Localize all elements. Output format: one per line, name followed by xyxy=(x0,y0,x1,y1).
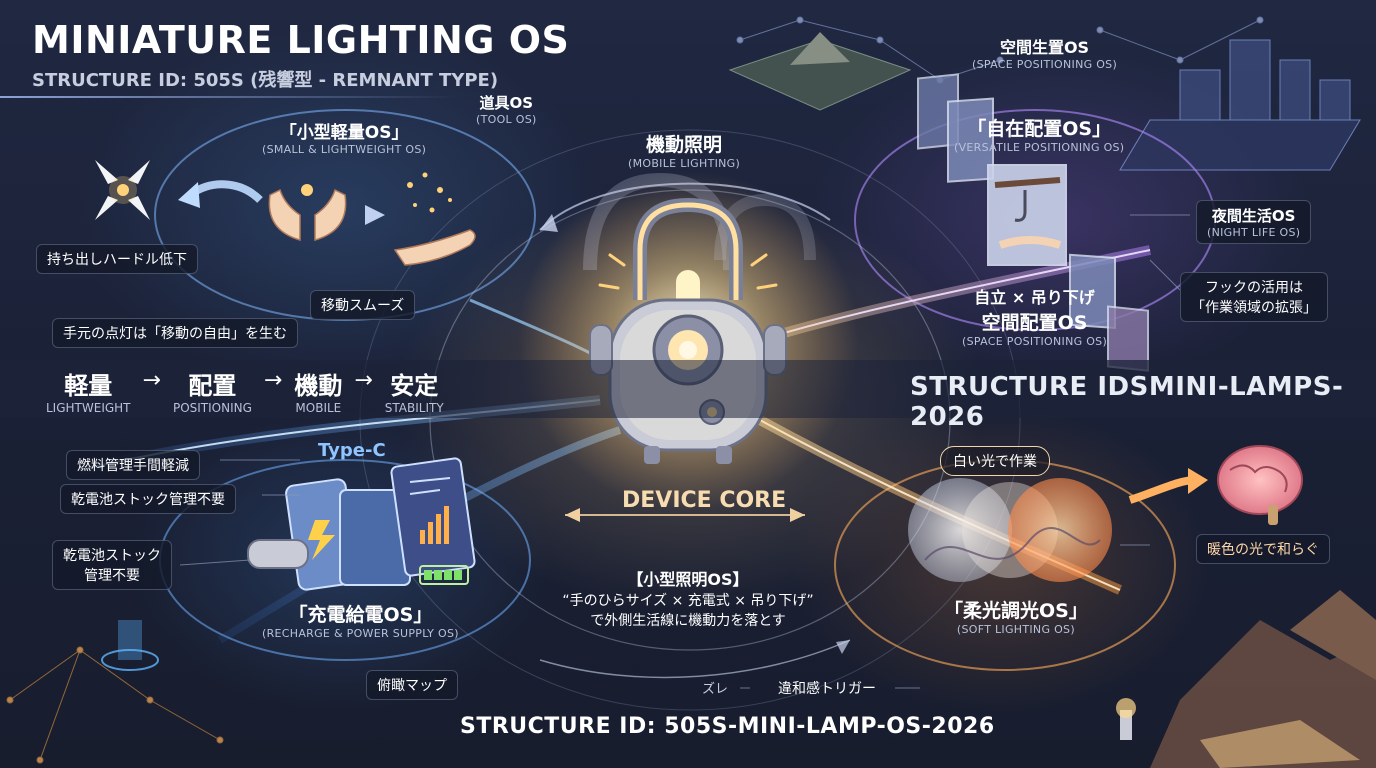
flow-step-en: MOBILE xyxy=(295,401,342,415)
node-space-pos-en: (SPACE POSITIONING OS) xyxy=(962,335,1108,348)
flow-band xyxy=(0,360,1376,418)
structure-id-bottom: STRUCTURE ID: 505S-MINI-LAMP-OS-2026 xyxy=(460,714,995,739)
flow-arrow-icon: → xyxy=(142,368,161,393)
flow-step-jp: 機動 xyxy=(294,372,343,400)
tag-map: 俯瞰マップ xyxy=(366,670,458,700)
node-soft-light-jp: 「柔光調光OS」 xyxy=(944,600,1088,622)
flow-step-en: LIGHTWEIGHT xyxy=(46,401,131,415)
node-versatile-en: (VERSATILE POSITIONING OS) xyxy=(954,141,1125,154)
flow-step-jp: 軽量 xyxy=(64,372,113,400)
tag-hook: フックの活用は 「作業領域の拡張」 xyxy=(1180,272,1328,322)
tag-warm-light: 暖色の光で和らぐ xyxy=(1196,534,1330,564)
node-mobile-lighting: 機動照明 (MOBILE LIGHTING) xyxy=(628,130,740,170)
label-gap: ズレ xyxy=(702,682,729,697)
node-tool-os-en: (TOOL OS) xyxy=(476,113,537,126)
node-space-gen-en: (SPACE POSITIONING OS) xyxy=(972,58,1118,71)
node-soft-light-en: (SOFT LIGHTING OS) xyxy=(956,623,1075,636)
node-tool-os: 道具OS (TOOL OS) xyxy=(476,92,537,126)
tag-battery-2: 乾電池ストック 管理不要 xyxy=(52,540,172,590)
flow-step-jp: 安定 xyxy=(390,372,439,400)
node-space-pos-jp: 空間配置OS xyxy=(981,312,1088,334)
flow-step-en: POSITIONING xyxy=(172,401,252,415)
node-mobile-lighting-en: (MOBILE LIGHTING) xyxy=(628,157,741,170)
node-soft-light: 「柔光調光OS」 (SOFT LIGHTING OS) xyxy=(944,596,1088,636)
core-description: 【小型照明OS】 “手のひらサイズ × 充電式 × 吊り下げ” で外側生活線に機… xyxy=(538,566,838,630)
core-description-title: 【小型照明OS】 xyxy=(627,570,749,589)
flow-step-jp: 配置 xyxy=(188,372,237,400)
node-night-life-jp: 夜間生活OS xyxy=(1211,207,1296,225)
node-recharge-jp: 「充電給電OS」 xyxy=(288,604,433,626)
flow-step-en: STABILITY xyxy=(384,401,444,415)
title-divider xyxy=(0,96,460,98)
flow-arrow-icon: → xyxy=(354,368,373,393)
node-space-pos: 自立 × 吊り下げ 空間配置OS (SPACE POSITIONING OS) xyxy=(962,284,1107,348)
node-small-light: 「小型軽量OS」 (SMALL & LIGHTWEIGHT OS) xyxy=(262,118,426,156)
tag-hurdle: 持ち出しハードル低下 xyxy=(36,244,198,274)
flow-arrow-icon: → xyxy=(263,368,283,393)
tag-freedom: 手元の点灯は「移動の自由」を生む xyxy=(52,318,298,348)
structure-id-right: STRUCTURE IDSMINI-LAMPS-2026 xyxy=(910,372,1344,432)
node-space-gen-jp: 空間生置OS xyxy=(999,38,1090,57)
node-recharge: 「充電給電OS」 (RECHARGE & POWER SUPPLY OS) xyxy=(262,600,459,640)
node-mobile-lighting-jp: 機動照明 xyxy=(646,134,723,156)
node-versatile: 「自在配置OS」 (VERSATILE POSITIONING OS) xyxy=(954,114,1124,154)
tag-fuel: 燃料管理手間軽減 xyxy=(66,450,200,480)
typec-label: Type-C xyxy=(318,440,386,461)
page-subtitle: STRUCTURE ID: 505S (残響型 - REMNANT TYPE) xyxy=(32,70,499,91)
device-core-label: DEVICE CORE xyxy=(622,488,787,513)
node-recharge-en: (RECHARGE & POWER SUPPLY OS) xyxy=(262,627,459,640)
node-versatile-jp: 「自在配置OS」 xyxy=(967,118,1112,140)
page-title: MINIATURE LIGHTING OS xyxy=(32,18,570,62)
flow-sequence: 軽量 LIGHTWEIGHT → 配置 POSITIONING → 機動 MOB… xyxy=(40,366,450,415)
node-space-pos-top: 自立 × 吊り下げ xyxy=(974,288,1095,307)
tag-battery-1: 乾電池ストック管理不要 xyxy=(60,484,236,514)
core-description-line1: “手のひらサイズ × 充電式 × 吊り下げ” xyxy=(562,593,814,609)
node-tool-os-jp: 道具OS xyxy=(479,94,534,112)
flow-step-positioning: 配置 POSITIONING xyxy=(173,366,252,415)
node-night-life: 夜間生活OS (NIGHT LIFE OS) xyxy=(1196,200,1312,244)
node-small-light-en: (SMALL & LIGHTWEIGHT OS) xyxy=(262,143,427,156)
tag-smooth: 移動スムーズ xyxy=(310,290,416,320)
label-trigger: 違和感トリガー xyxy=(778,681,876,697)
node-small-light-jp: 「小型軽量OS」 xyxy=(279,123,409,143)
flow-step-stability: 安定 STABILITY xyxy=(385,366,444,415)
flow-step-mobile: 機動 MOBILE xyxy=(294,366,342,415)
core-description-line2: で外側生活線に機動力を落とす xyxy=(590,613,786,629)
pill-white-light: 白い光で作業 xyxy=(940,446,1050,476)
node-night-life-en: (NIGHT LIFE OS) xyxy=(1207,226,1301,239)
node-space-gen: 空間生置OS (SPACE POSITIONING OS) xyxy=(972,34,1117,71)
flow-step-lightweight: 軽量 LIGHTWEIGHT xyxy=(46,366,131,415)
